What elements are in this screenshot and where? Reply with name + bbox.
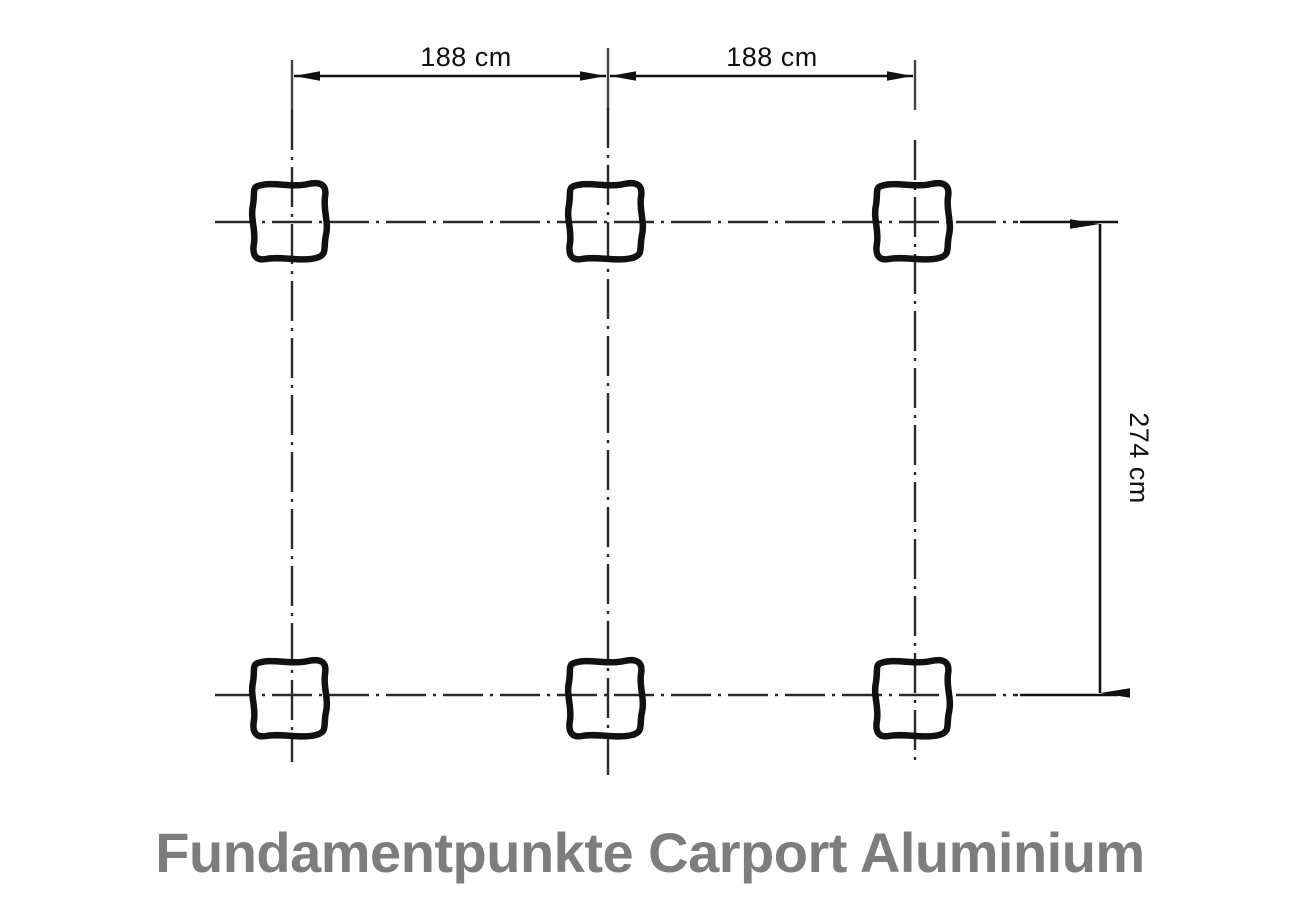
extension-lines — [290, 48, 917, 110]
dimension-label-left: 188 cm — [420, 42, 512, 72]
post-bottom-right — [871, 656, 954, 740]
post-top-left — [248, 179, 331, 263]
vertical-dimension-group: 274 cm — [1020, 219, 1154, 698]
center-lines — [215, 108, 1018, 775]
post-bottom-left — [248, 656, 331, 740]
foundation-posts — [248, 179, 954, 740]
horizontal-dimension-group: 188 cm 188 cm — [294, 42, 913, 81]
dimension-label-right: 188 cm — [726, 42, 818, 72]
dimension-label-vertical: 274 cm — [1124, 412, 1154, 504]
post-bottom-center — [564, 656, 647, 740]
post-top-center — [564, 179, 647, 263]
page-title: Fundamentpunkte Carport Aluminium — [155, 821, 1144, 884]
post-top-right — [871, 179, 954, 263]
